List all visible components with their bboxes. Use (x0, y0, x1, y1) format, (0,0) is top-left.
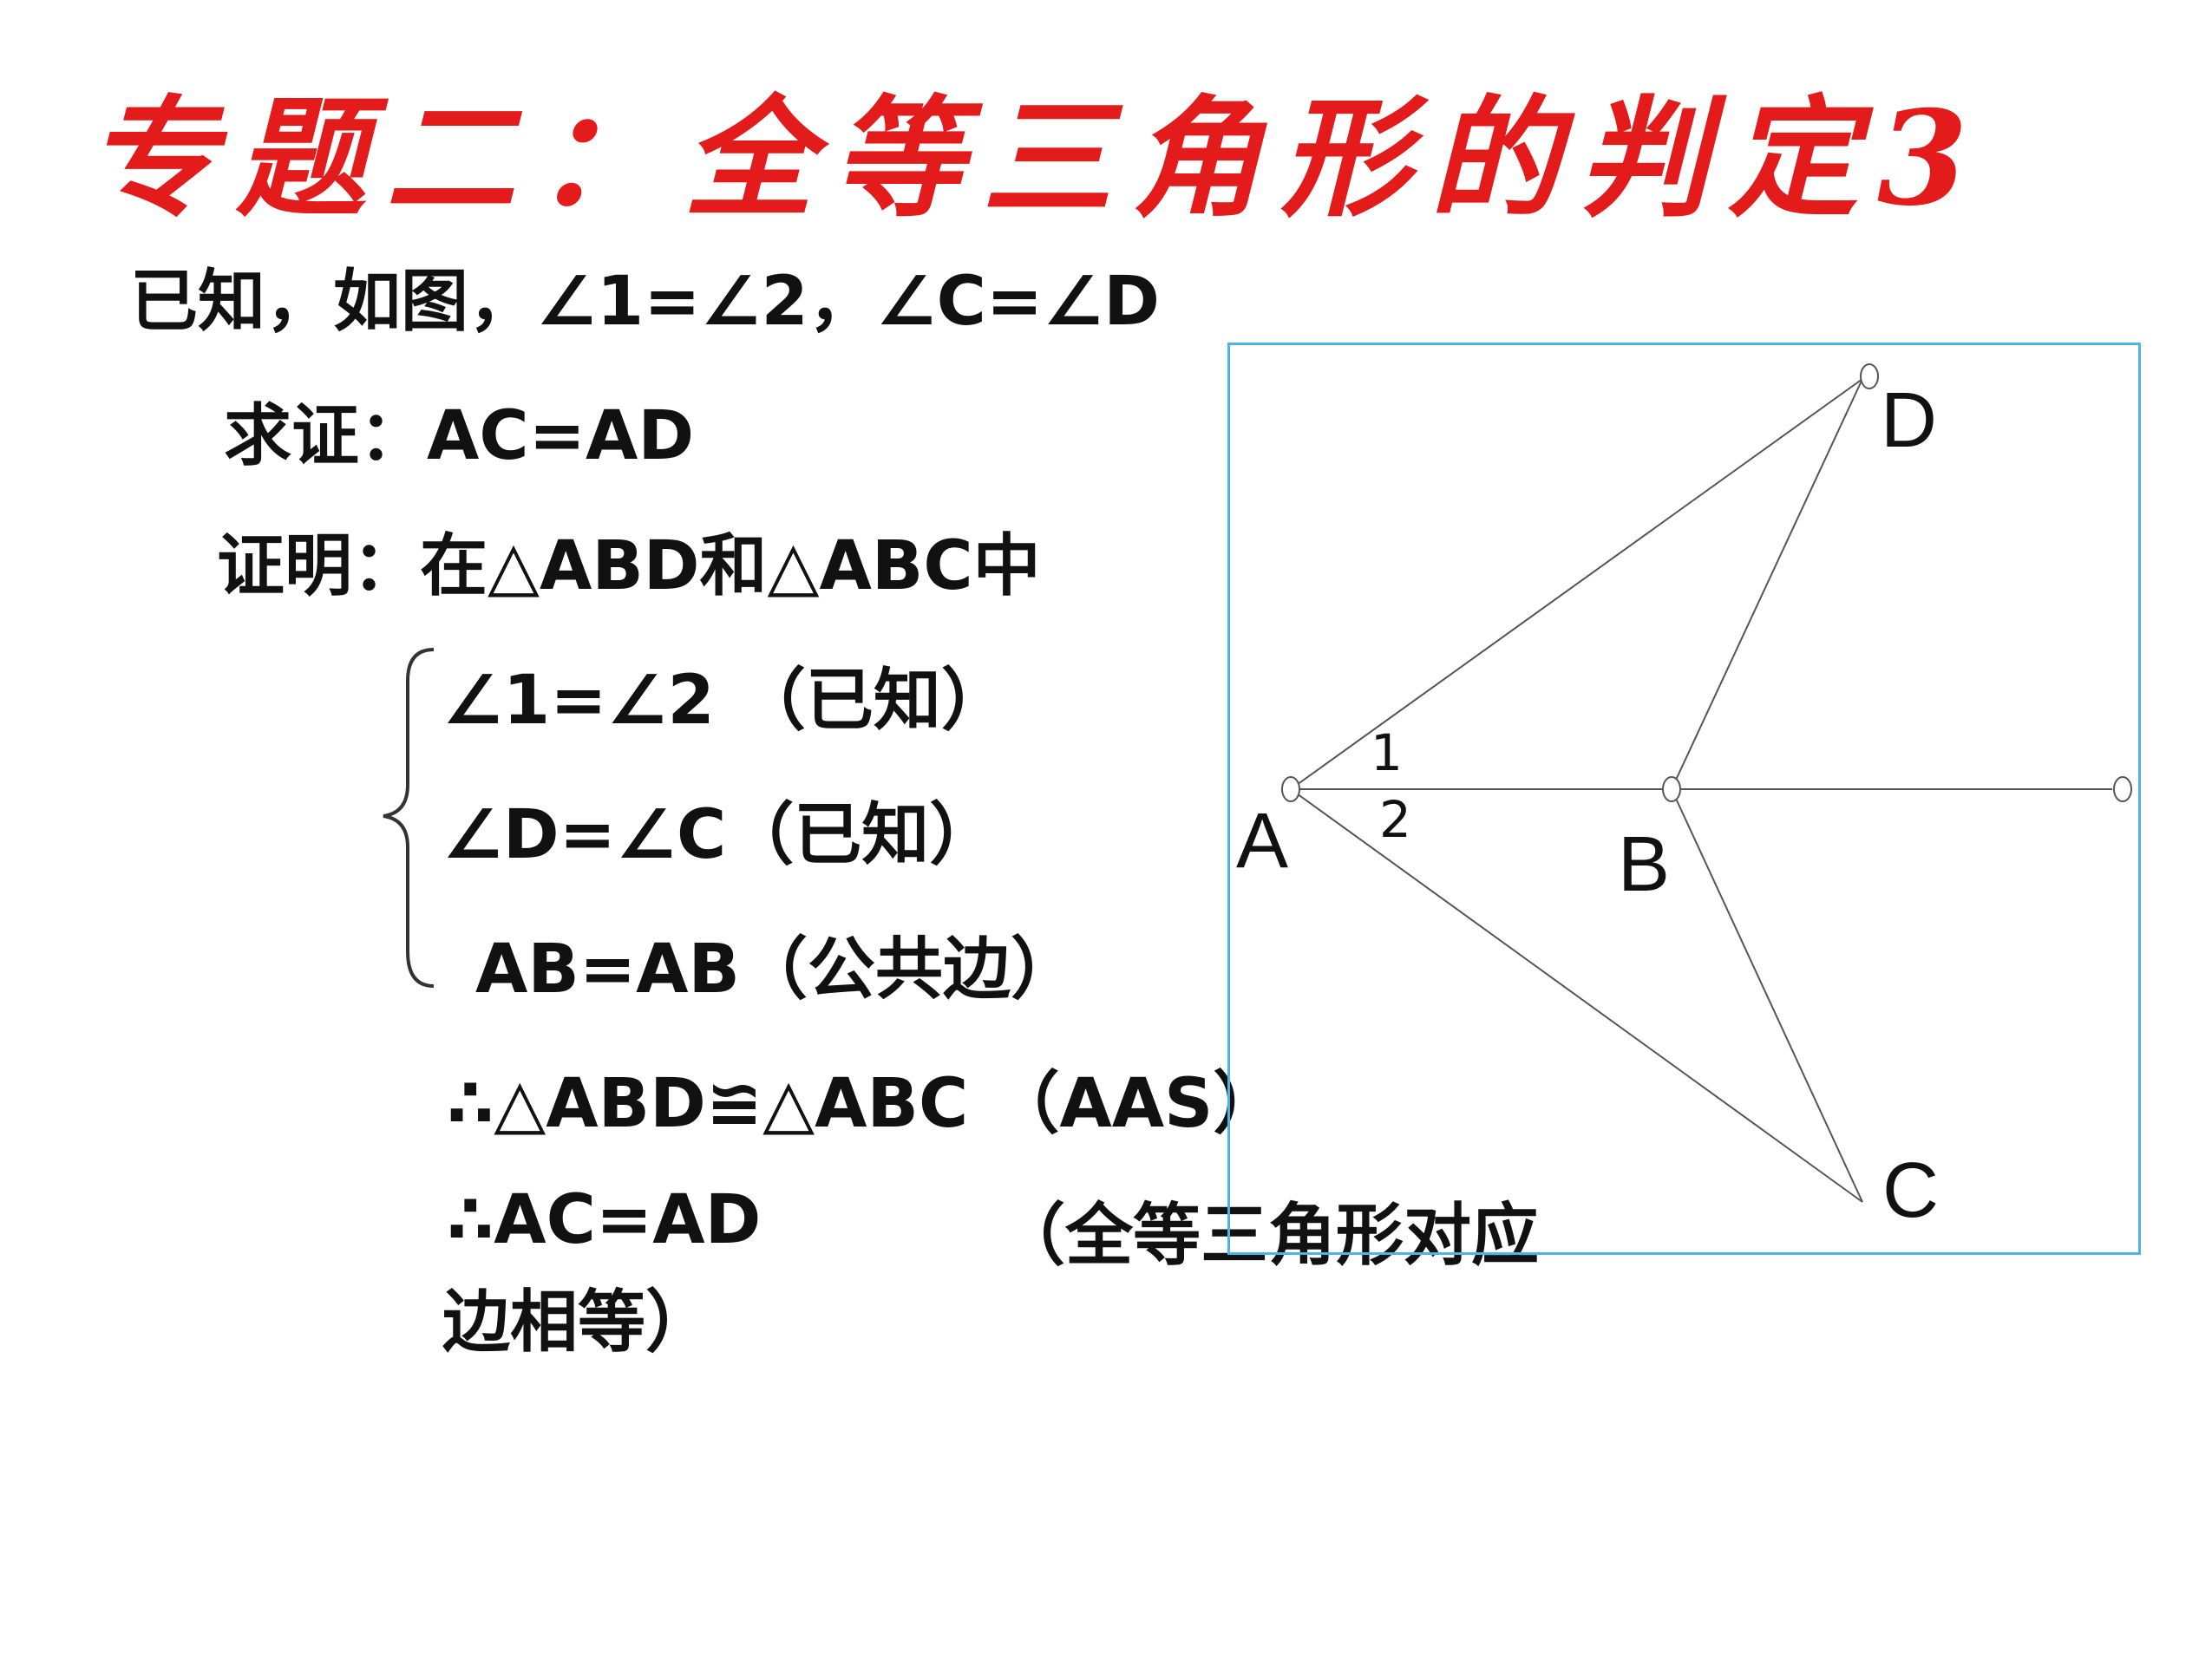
ray-end-handle (2113, 776, 2132, 802)
point-d-handle (1860, 363, 1879, 389)
condition-angle-1-2: ∠1=∠2 （已知） (442, 662, 1009, 740)
slide-title: 专题二：全等三角形的判定3 (87, 82, 1987, 235)
prove-statement: 求证：AC=AD (224, 397, 695, 475)
proof-intro: 证明：在△ABD和△ABC中 (217, 527, 1041, 605)
given-statement: 已知，如图，∠1=∠2，∠C=∠D (130, 263, 1160, 341)
conclusion-ac-ad: ∴AC=AD (447, 1181, 762, 1259)
segment-bd (1671, 378, 1863, 790)
conclusion-reason-continued: 边相等） (442, 1283, 714, 1362)
condition-common-side: AB=AB（公共边） (475, 931, 1078, 1009)
conclusion-congruent: ∴△ABD≌△ABC （AAS） (447, 1065, 1281, 1143)
point-a-handle (1281, 776, 1300, 802)
point-b-handle (1662, 776, 1681, 802)
segment-bc (1671, 788, 1863, 1203)
curly-brace-icon (383, 648, 435, 988)
figure-frame (1227, 343, 2141, 1255)
point-c-label: C (1882, 1147, 1939, 1234)
segment-ac (1290, 788, 1863, 1203)
segment-ad (1290, 378, 1863, 790)
point-b-label: B (1618, 821, 1670, 908)
angle-1-label: 1 (1371, 723, 1403, 782)
point-a-label: A (1236, 798, 1288, 885)
condition-angle-d-c: ∠D=∠C（已知） (442, 796, 998, 874)
conclusion-reason: （全等三角形对应 (998, 1197, 1540, 1275)
point-d-label: D (1881, 377, 1937, 464)
angle-2-label: 2 (1379, 790, 1411, 849)
